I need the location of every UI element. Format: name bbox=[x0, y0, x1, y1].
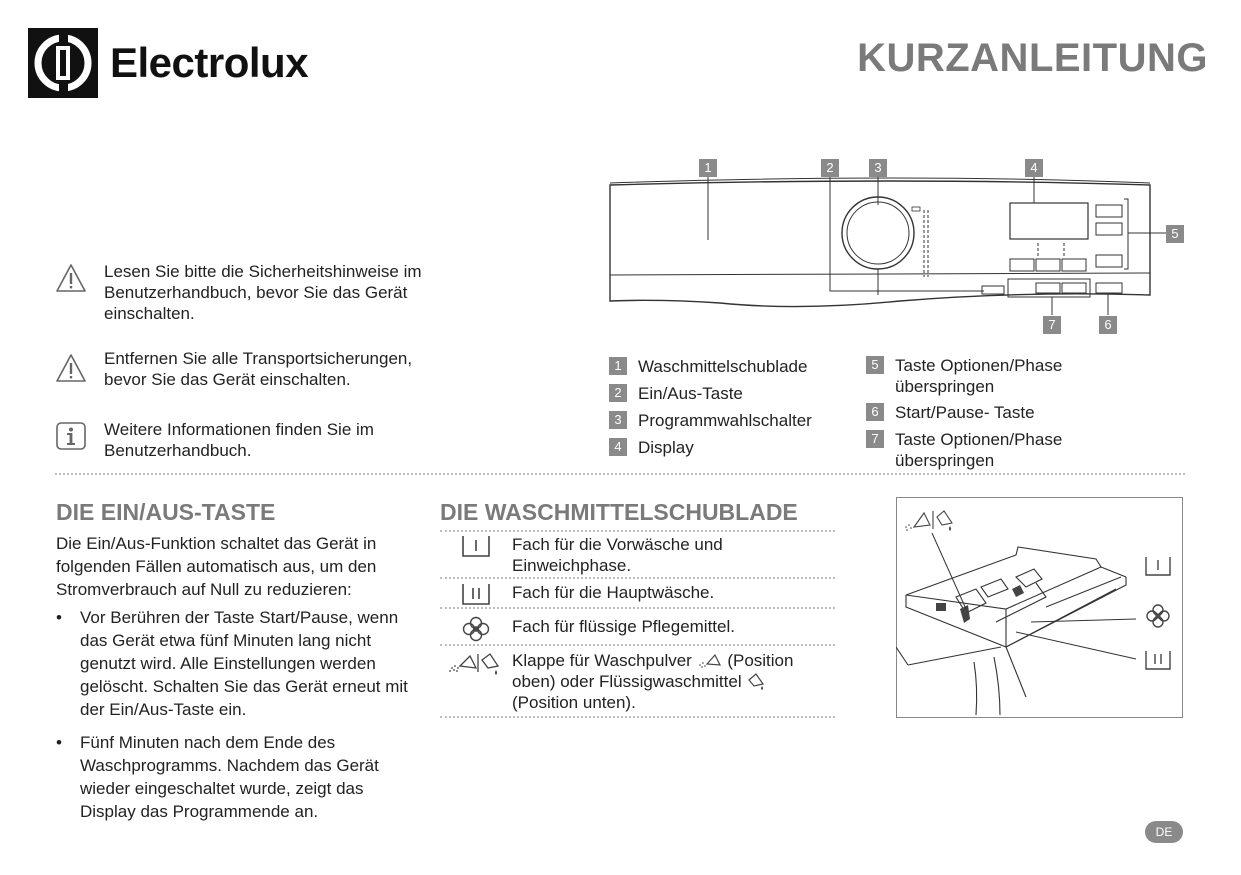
onoff-heading: DIE EIN/AUS-TASTE bbox=[56, 499, 276, 525]
legend-number: 4 bbox=[609, 438, 627, 456]
legend-number: 7 bbox=[866, 430, 884, 448]
callout-6: 6 bbox=[1099, 316, 1117, 334]
legend-number: 3 bbox=[609, 411, 627, 429]
legend-item: 5 Taste Optionen/Phase überspringen bbox=[866, 355, 1096, 397]
powder-flap-icon bbox=[698, 653, 721, 668]
callout-4: 4 bbox=[1025, 159, 1043, 177]
drawer-row-mainwash: Fach für die Hauptwäsche. bbox=[440, 582, 835, 606]
legend-item: 7 Taste Optionen/Phase überspringen bbox=[866, 429, 1096, 471]
info-text: Weitere Informationen finden Sie im Benu… bbox=[104, 420, 374, 460]
legend-label: Waschmittelschublade bbox=[638, 357, 808, 376]
legend-label: Start/Pause- Taste bbox=[895, 403, 1035, 422]
callout-3: 3 bbox=[869, 159, 887, 177]
warning-1 bbox=[55, 262, 87, 299]
divider bbox=[440, 577, 835, 579]
drawer-row-softener: Fach für flüssige Pflegemittel. bbox=[440, 616, 835, 642]
divider bbox=[440, 644, 835, 646]
display-icon bbox=[1009, 202, 1089, 240]
warning-text-2: Entfernen Sie alle Transportsicherungen,… bbox=[104, 349, 413, 389]
warning-2 bbox=[55, 352, 87, 389]
info-note bbox=[55, 420, 87, 457]
info-icon bbox=[56, 422, 86, 450]
divider bbox=[440, 607, 835, 609]
legend-label: Ein/Aus-Taste bbox=[638, 384, 743, 403]
brand-name: Electrolux bbox=[110, 39, 309, 86]
detergent-drawer-illustration bbox=[896, 497, 1183, 718]
legend-number: 5 bbox=[866, 356, 884, 374]
powder-liquid-flap-icon bbox=[449, 653, 500, 675]
legend-left: 1 Waschmittelschublade 2 Ein/Aus-Taste 3… bbox=[609, 356, 849, 458]
callout-1: 1 bbox=[699, 159, 717, 177]
electrolux-logo-icon bbox=[28, 28, 98, 98]
legend-right: 5 Taste Optionen/Phase überspringen 6 St… bbox=[866, 355, 1096, 471]
callout-2: 2 bbox=[821, 159, 839, 177]
flower-softener-icon bbox=[462, 616, 490, 642]
divider bbox=[440, 530, 835, 532]
language-badge: DE bbox=[1145, 821, 1183, 843]
prewash-compartment-icon bbox=[462, 536, 490, 557]
warning-triangle-icon bbox=[56, 264, 86, 292]
legend-label: Taste Optionen/Phase überspringen bbox=[895, 430, 1063, 470]
list-item: • Vor Berühren der Taste Start/Pause, we… bbox=[56, 608, 408, 719]
divider bbox=[55, 473, 1185, 475]
warning-text-1: Lesen Sie bitte die Sicherheitshinweise … bbox=[104, 262, 422, 323]
legend-label: Programmwahlschalter bbox=[638, 411, 812, 430]
legend-number: 2 bbox=[609, 384, 627, 402]
onoff-intro: Die Ein/Aus-Funktion schaltet das Gerät … bbox=[56, 534, 377, 599]
legend-number: 6 bbox=[866, 403, 884, 421]
liquid-flap-icon bbox=[748, 673, 765, 690]
drawer-row-flap: Klappe für Waschpulver (Position oben) o… bbox=[440, 650, 835, 713]
onoff-bullets: • Vor Berühren der Taste Start/Pause, we… bbox=[56, 606, 416, 823]
drawer-row-prewash: Fach für die Vorwäsche und Einweichphase… bbox=[440, 534, 835, 576]
page-title: KURZANLEITUNG bbox=[857, 36, 1208, 80]
legend-item: 3 Programmwahlschalter bbox=[609, 410, 849, 431]
callout-7: 7 bbox=[1043, 316, 1061, 334]
legend-label: Taste Optionen/Phase überspringen bbox=[895, 356, 1063, 396]
legend-number: 1 bbox=[609, 357, 627, 375]
callout-5: 5 bbox=[1166, 225, 1184, 243]
list-item: • Fünf Minuten nach dem Ende des Waschpr… bbox=[56, 733, 379, 821]
drawer-heading: DIE WASCHMITTELSCHUBLADE bbox=[440, 499, 798, 525]
legend-item: 1 Waschmittelschublade bbox=[609, 356, 849, 377]
legend-item: 6 Start/Pause- Taste bbox=[866, 402, 1096, 423]
legend-item: 2 Ein/Aus-Taste bbox=[609, 383, 849, 404]
divider bbox=[440, 716, 835, 718]
mainwash-compartment-icon bbox=[462, 584, 490, 605]
warning-triangle-icon bbox=[56, 354, 86, 382]
legend-label: Display bbox=[638, 438, 694, 457]
legend-item: 4 Display bbox=[609, 437, 849, 458]
control-panel-diagram bbox=[609, 175, 1166, 315]
brand-logo: Electrolux bbox=[28, 28, 309, 98]
